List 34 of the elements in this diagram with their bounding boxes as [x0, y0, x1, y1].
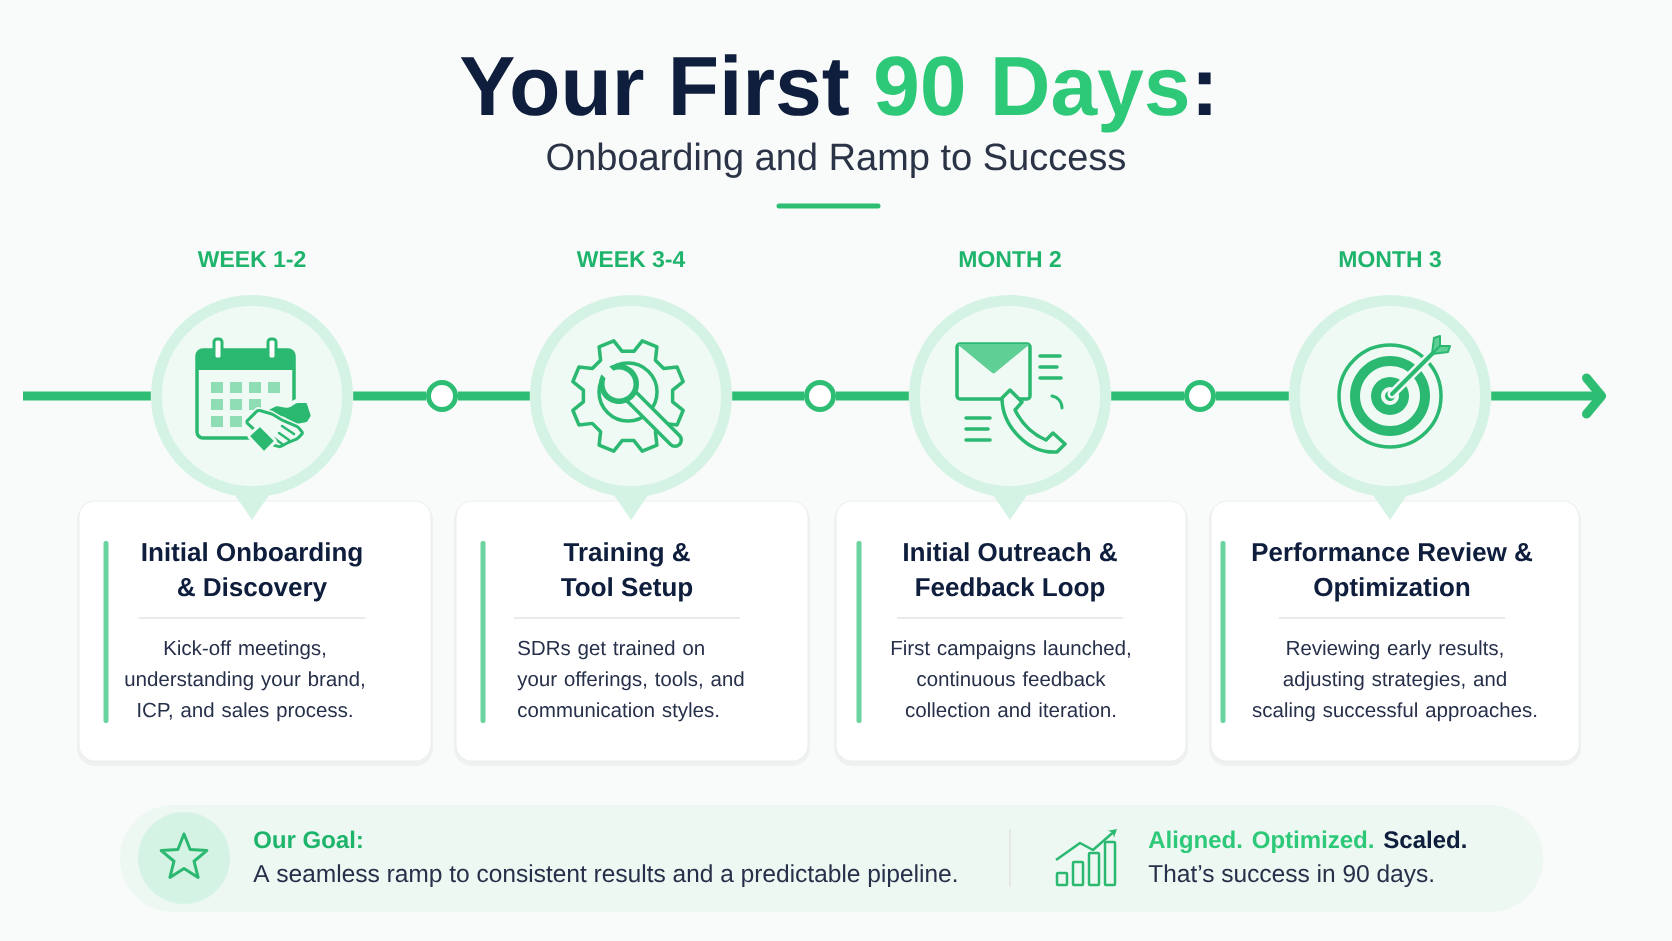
info-card — [1209, 500, 1581, 766]
timeline-line — [836, 391, 909, 401]
timeline-line — [23, 391, 151, 401]
timeline-line — [732, 391, 804, 401]
timeline-dot — [1184, 380, 1216, 412]
timeline-line — [1216, 391, 1289, 401]
info-card — [77, 500, 433, 766]
period-label: WEEK 1-2 — [197, 250, 306, 267]
title: Your First 90 Days: — [460, 54, 1211, 133]
info-card — [834, 500, 1188, 766]
card-heading: Training & Tool Setup — [561, 542, 693, 602]
period-label: MONTH 2 — [959, 250, 1061, 268]
card-heading: Performance Review & Optimization — [1252, 542, 1533, 602]
timeline-line — [458, 391, 530, 401]
card-text: First campaigns launched, continuous feedback collection and iteration. — [891, 640, 1130, 718]
timeline-dot — [804, 380, 836, 412]
period-label: MONTH 3 — [1339, 250, 1441, 268]
timeline-line — [1111, 391, 1184, 401]
card-text: Reviewing early results, adjusting strategies, and scaling successful approaches. — [1252, 640, 1537, 722]
goal-banner — [120, 805, 1543, 912]
timeline-line — [1491, 373, 1606, 419]
timeline-dot — [426, 380, 458, 412]
timeline-line — [353, 391, 426, 401]
banner-text: That’s success in 90 days. — [1148, 864, 1433, 888]
card-heading: Initial Onboarding & Discovery — [142, 542, 362, 602]
card-heading: Initial Outreach & Feedback Loop — [904, 542, 1117, 602]
card-text: Kick-off meetings, understanding your brand, ICP, and sales process. — [125, 640, 364, 722]
subtitle: Onboarding and Ramp to Success — [547, 142, 1125, 178]
banner-heading: Our Goal: — [254, 830, 362, 849]
period-label: WEEK 3-4 — [576, 250, 686, 268]
card-text: SDRs get trained on your offerings, tools, and communication styles. — [517, 640, 744, 722]
info-card — [454, 500, 810, 766]
banner-text: A seamless ramp to consistent results and a predictable pipeline. — [253, 864, 957, 888]
banner-heading: Aligned. Optimized. Scaled. — [1148, 830, 1466, 854]
